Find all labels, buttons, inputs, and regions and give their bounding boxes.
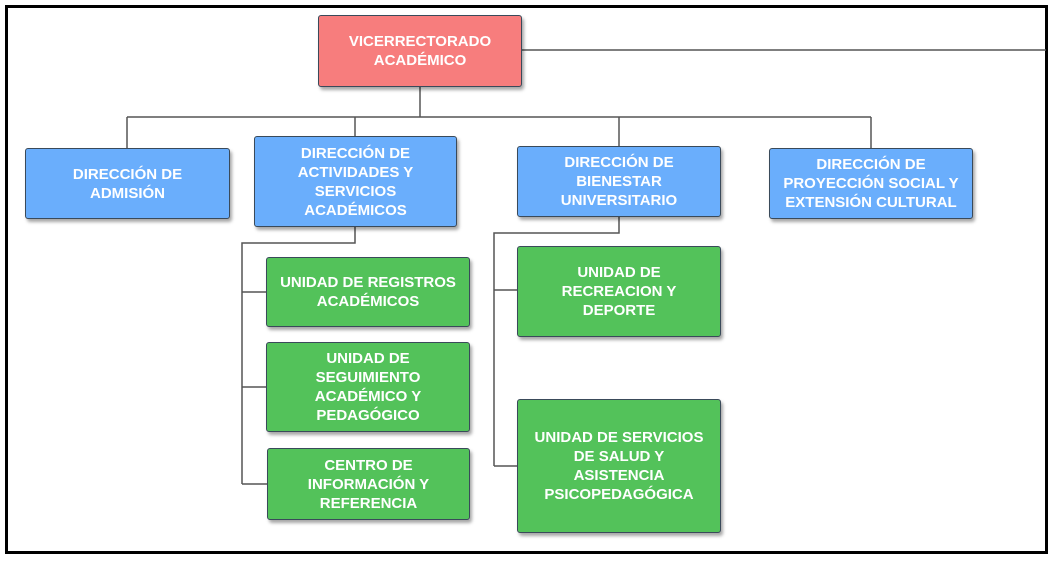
node-label: UNIDAD DE SEGUIMIENTO ACADÉMICO Y PEDAGÓ… [314, 350, 422, 424]
node-unidad-registros: UNIDAD DE REGISTROS ACADÉMICOS [266, 257, 470, 327]
node-label: DIRECCIÓN DE PROYECCIÓN SOCIAL Y EXTENSI… [783, 156, 959, 211]
node-label: DIRECCIÓN DE ADMISIÓN [72, 165, 183, 202]
diagram-frame [5, 5, 1048, 554]
node-direccion-actividades: DIRECCIÓN DE ACTIVIDADES Y SERVICIOS ACA… [254, 136, 457, 227]
connector-actividades-down [241, 227, 356, 484]
node-direccion-proyeccion: DIRECCIÓN DE PROYECCIÓN SOCIAL Y EXTENSI… [769, 148, 973, 219]
connector-bienestar-down [493, 217, 620, 466]
node-vicerrectorado: VICERRECTORADO ACADÉMICO [318, 15, 522, 87]
node-label: DIRECCIÓN DE ACTIVIDADES Y SERVICIOS ACA… [297, 144, 414, 219]
node-label: UNIDAD DE RECREACION Y DEPORTE [561, 264, 677, 319]
node-direccion-bienestar: DIRECCIÓN DE BIENESTAR UNIVERSITARIO [517, 146, 721, 217]
node-unidad-salud: UNIDAD DE SERVICIOS DE SALUD Y ASISTENCI… [517, 399, 721, 533]
node-label: VICERRECTORADO ACADÉMICO [348, 33, 492, 69]
node-label: UNIDAD DE REGISTROS ACADÉMICOS [280, 274, 456, 310]
node-unidad-recreacion: UNIDAD DE RECREACION Y DEPORTE [517, 246, 721, 337]
node-unidad-seguimiento: UNIDAD DE SEGUIMIENTO ACADÉMICO Y PEDAGÓ… [266, 342, 470, 432]
node-label: UNIDAD DE SERVICIOS DE SALUD Y ASISTENCI… [534, 429, 704, 503]
node-direccion-admision: DIRECCIÓN DE ADMISIÓN [25, 148, 230, 219]
node-centro-informacion: CENTRO DE INFORMACIÓN Y REFERENCIA [267, 448, 470, 520]
node-label: DIRECCIÓN DE BIENESTAR UNIVERSITARIO [560, 154, 678, 209]
node-label: CENTRO DE INFORMACIÓN Y REFERENCIA [307, 456, 430, 512]
